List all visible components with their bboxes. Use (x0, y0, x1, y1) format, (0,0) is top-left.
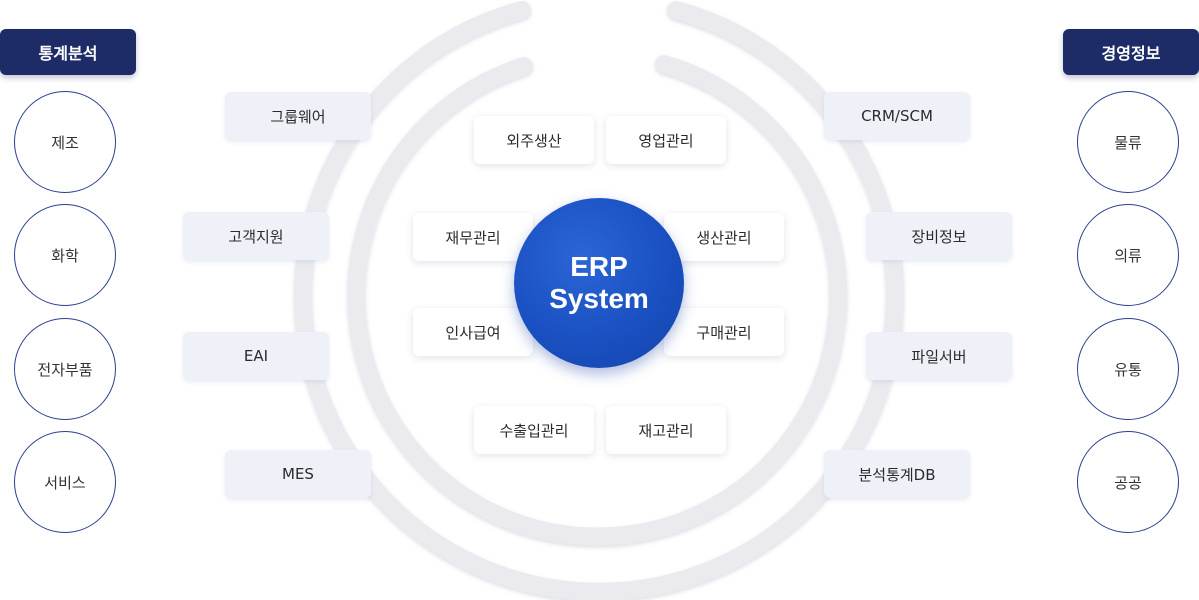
industry-circle-electronics: 전자부품 (14, 318, 116, 420)
inner-box-inventory: 재고관리 (606, 406, 726, 454)
industry-circle-apparel: 의류 (1077, 204, 1179, 306)
center-label-line1: ERP (570, 251, 628, 282)
outer-box-groupware: 그룹웨어 (225, 92, 371, 140)
industry-circle-chemical: 화학 (14, 204, 116, 306)
inner-box-sales: 영업관리 (606, 116, 726, 164)
inner-box-outsourcing: 외주생산 (474, 116, 594, 164)
outer-box-mes: MES (225, 450, 371, 498)
outer-box-eai: EAI (183, 332, 329, 380)
center-label-line2: System (549, 283, 649, 314)
industry-circle-logistics: 물류 (1077, 91, 1179, 193)
outer-box-equipment-info: 장비정보 (866, 212, 1012, 260)
industry-circle-retail: 유통 (1077, 318, 1179, 420)
inner-ring-arc (347, 55, 848, 546)
outer-box-analytics-db: 분석통계DB (824, 450, 970, 498)
inner-box-purchasing: 구매관리 (664, 308, 784, 356)
right-header-badge: 경영정보 (1063, 29, 1199, 75)
inner-box-finance: 재무관리 (413, 213, 533, 261)
outer-box-crm-scm: CRM/SCM (824, 92, 970, 140)
industry-circle-manufacturing: 제조 (14, 91, 116, 193)
outer-box-customer-support: 고객지원 (183, 212, 329, 260)
industry-circle-service: 서비스 (14, 431, 116, 533)
inner-box-import-export: 수출입관리 (474, 406, 594, 454)
inner-box-production: 생산관리 (664, 213, 784, 261)
erp-system-center: ERP System (514, 198, 684, 368)
inner-box-payroll: 인사급여 (413, 308, 533, 356)
left-header-badge: 통계분석 (0, 29, 136, 75)
industry-circle-public: 공공 (1077, 431, 1179, 533)
outer-box-file-server: 파일서버 (866, 332, 1012, 380)
outer-ring-arc (294, 1, 904, 600)
